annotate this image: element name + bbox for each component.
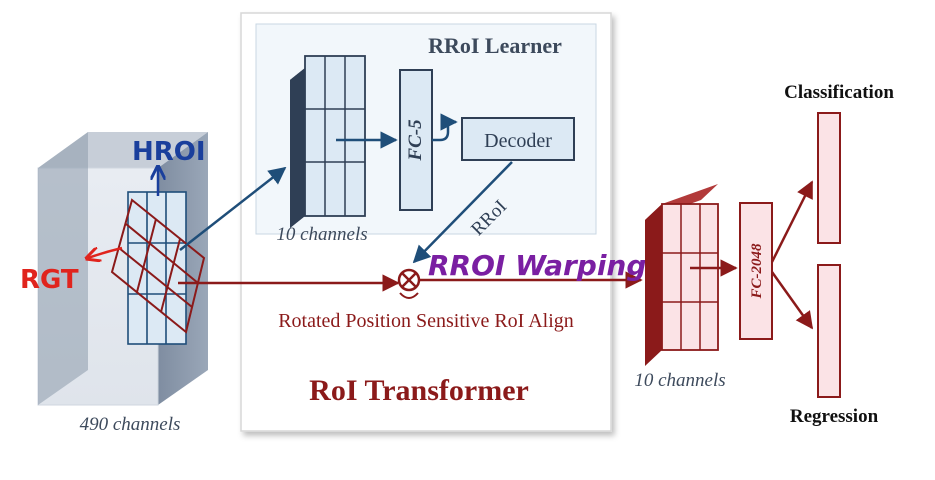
regression-label: Regression [790, 406, 879, 427]
rroi-warping-handwritten-label: RROI Warping [428, 249, 646, 282]
rgt-handwritten-label: RGT [20, 265, 79, 295]
rroi-learner-title: RRoI Learner [428, 33, 562, 58]
output-feature-map: 10 channels [634, 184, 726, 391]
rgt-annotation: RGT [20, 246, 123, 295]
label-10-channels-left: 10 channels [276, 224, 367, 245]
regression-head: Regression [790, 264, 879, 427]
rpsroi-align-label: Rotated Position Sensitive RoI Align [278, 310, 574, 332]
feature-map-left-shade [38, 132, 88, 405]
hroi-annotation: HROI [132, 137, 206, 196]
fc5-label: FC-5 [405, 119, 426, 162]
roi-transformer-title: RoI Transformer [309, 374, 529, 407]
fc2048-label: FC-2048 [749, 243, 765, 300]
decoder-label: Decoder [484, 130, 552, 152]
arrow-to-classification [770, 180, 814, 263]
learner-feature-map: 10 channels [276, 55, 368, 245]
label-10-channels-right: 10 channels [634, 370, 725, 391]
hroi-handwritten-label: HROI [132, 137, 206, 167]
classification-label: Classification [784, 82, 894, 103]
classification-head: Classification [784, 82, 894, 244]
decoder-block: Decoder [461, 117, 575, 161]
feature-map-490: 490 channels [37, 132, 208, 435]
rgt-left-arrow [88, 246, 123, 258]
label-490-channels: 490 channels [80, 414, 181, 435]
fc5-block: FC-5 [399, 69, 433, 211]
arrow-to-regression [770, 271, 814, 330]
arrow-to-learner-features [179, 166, 287, 251]
fc2048-block: FC-2048 [739, 202, 773, 340]
arrow-to-decoder [432, 113, 458, 142]
arrow-rroi-to-align [412, 161, 513, 264]
hroi-grid [127, 191, 187, 345]
align-operator [397, 268, 421, 299]
